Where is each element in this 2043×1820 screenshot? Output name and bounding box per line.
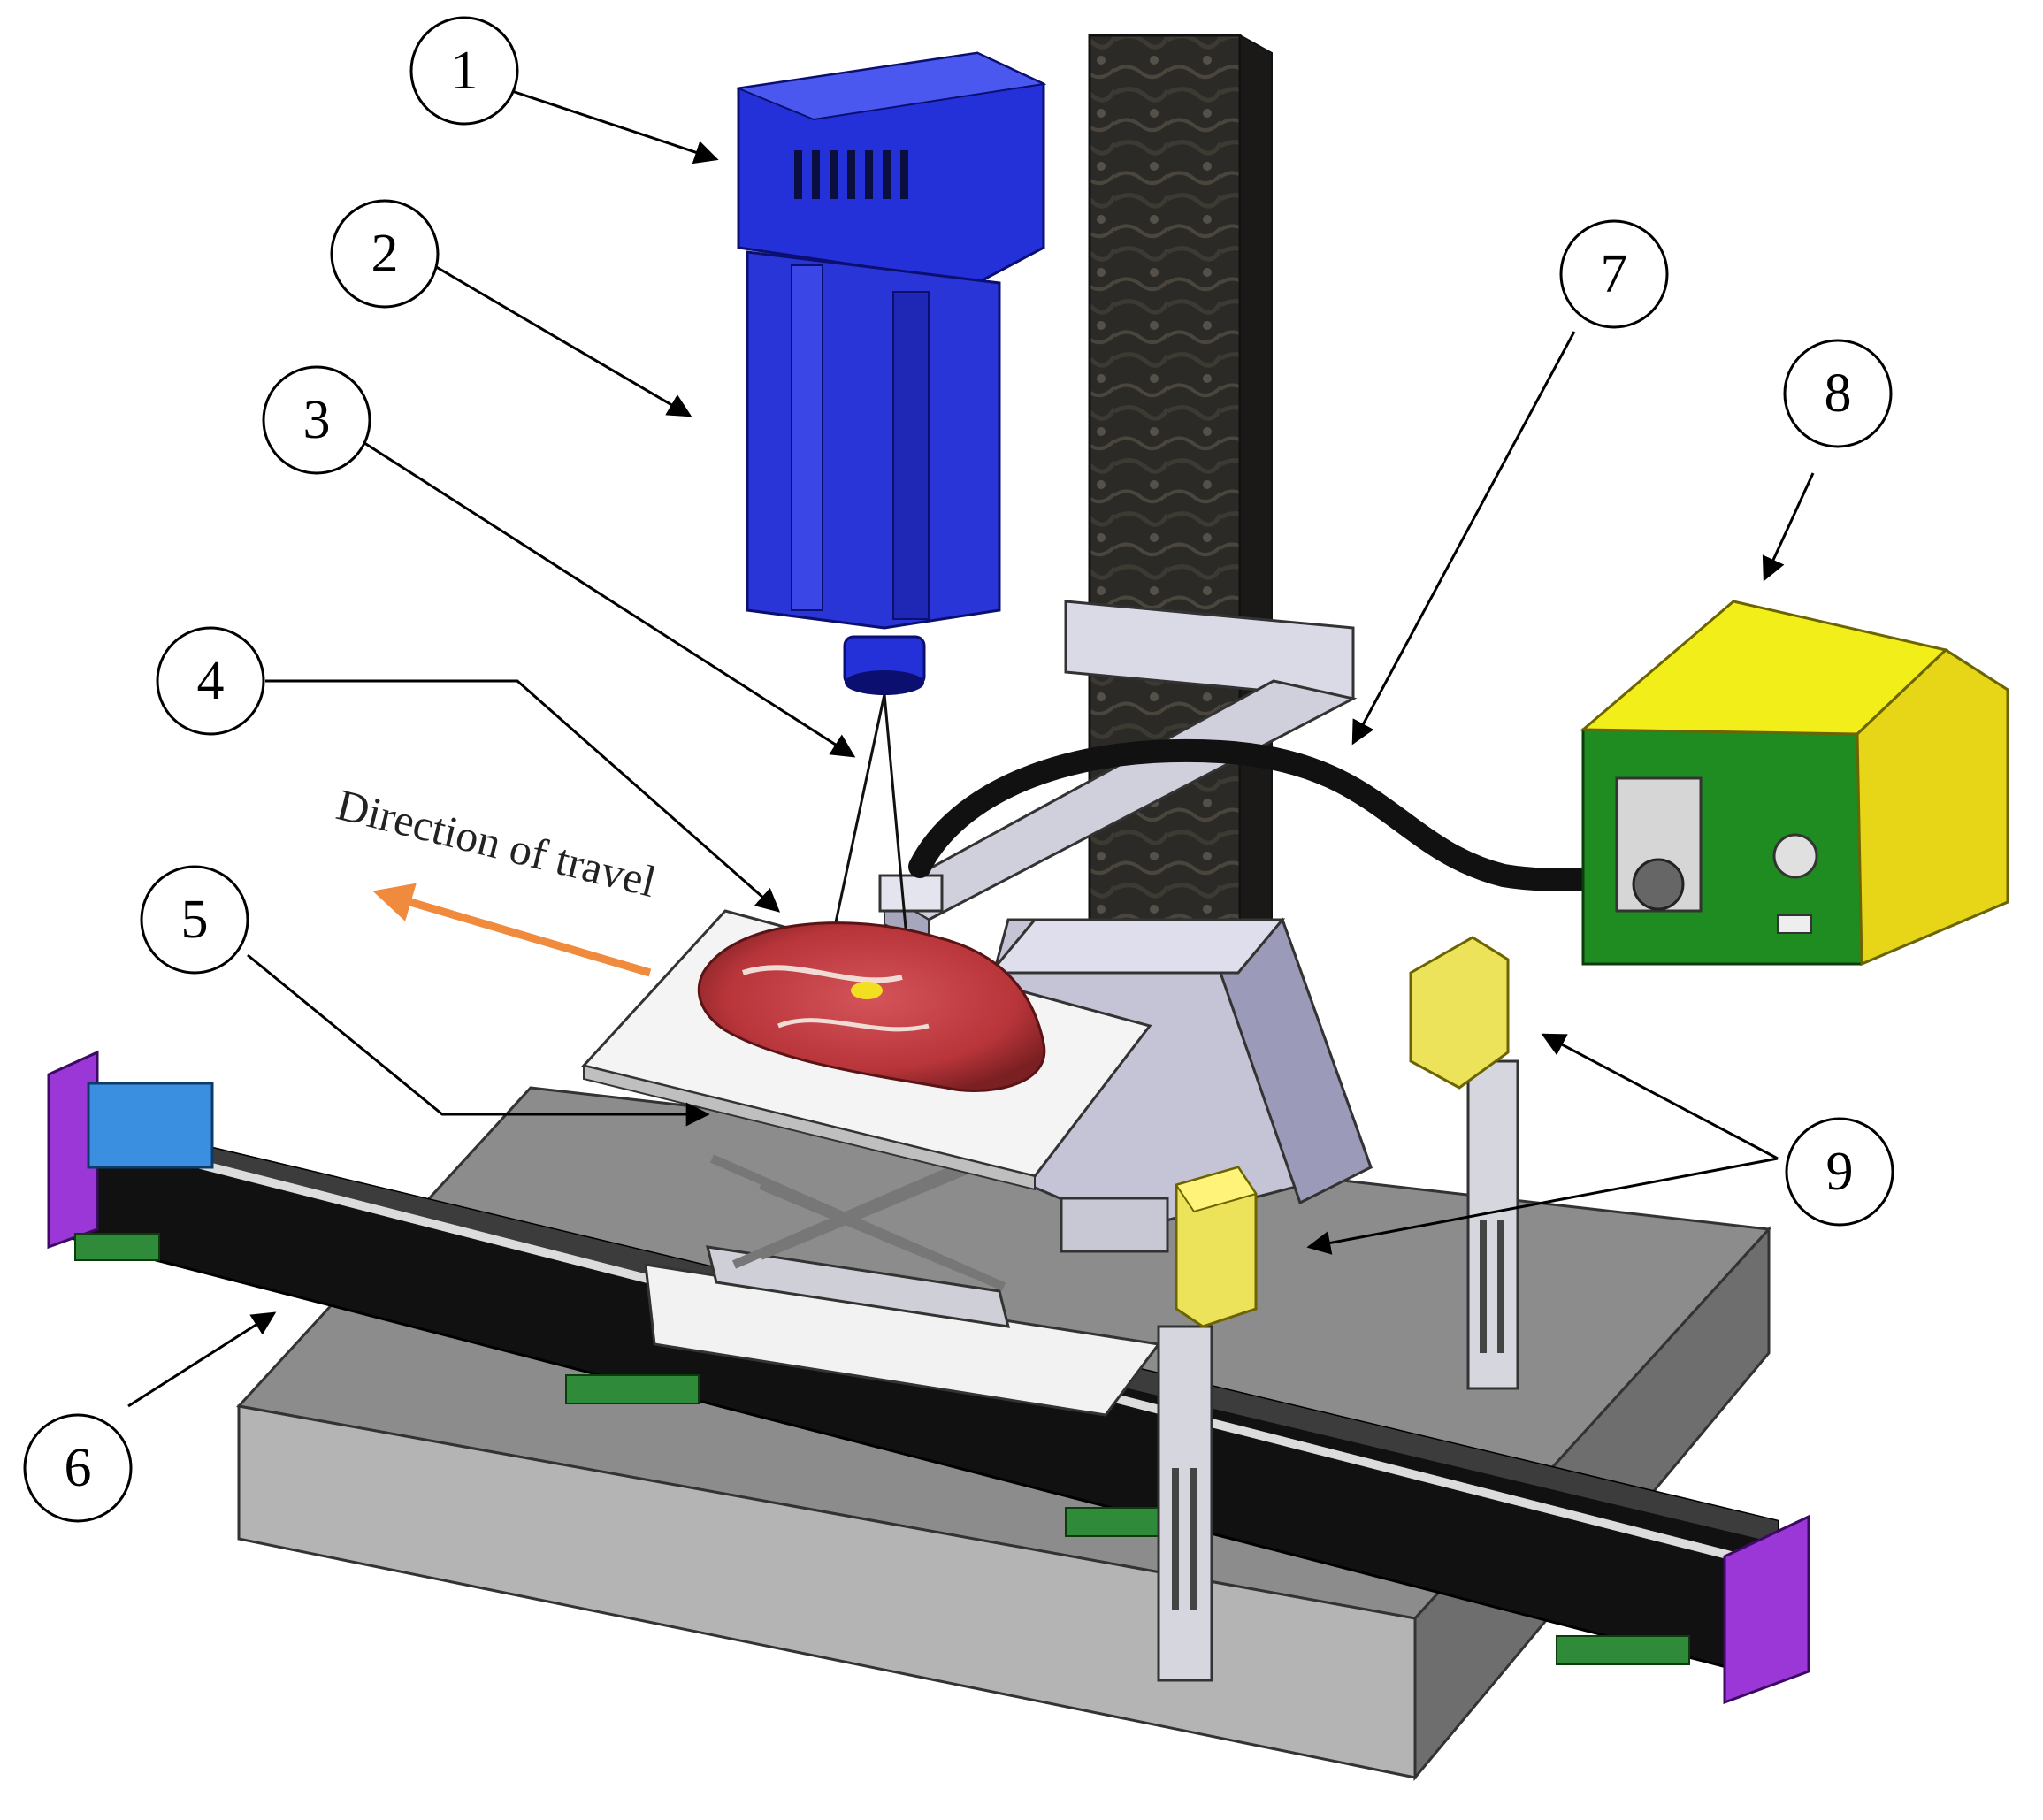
scissor-lift — [705, 1145, 1169, 1328]
callout-9: 9 — [1785, 1117, 1894, 1227]
svg-text:2: 2 — [371, 224, 399, 284]
sensor-back — [1409, 936, 1519, 1390]
light-source-box — [1580, 600, 2009, 967]
leader-lines — [127, 87, 1815, 1408]
light-guide-arm — [878, 600, 1358, 948]
direction-label: Direction of travel — [332, 779, 661, 906]
stepper-motor — [87, 1082, 214, 1169]
callout-2: 2 — [330, 199, 440, 309]
svg-text:1: 1 — [451, 41, 478, 101]
callout-7: 7 — [1559, 219, 1669, 329]
sensor-front — [1157, 1166, 1258, 1682]
callout-3: 3 — [262, 365, 371, 475]
rail-end-cap-left — [47, 1050, 99, 1250]
svg-text:8: 8 — [1825, 363, 1852, 424]
camera-vent-icon — [794, 150, 908, 199]
callout-1: 1 — [409, 16, 519, 126]
fiber-optic-cable — [908, 739, 1630, 891]
rail-end-cap-right — [1723, 1514, 1810, 1705]
svg-text:5: 5 — [181, 890, 209, 950]
callout-5: 5 — [140, 865, 249, 975]
callout-4: 4 — [156, 626, 265, 736]
svg-text:6: 6 — [65, 1438, 92, 1498]
svg-text:7: 7 — [1601, 244, 1628, 304]
direction-arrow — [372, 883, 652, 977]
camera — [735, 51, 1047, 695]
meat-sample — [697, 921, 1046, 1092]
rail-mount-blocks — [74, 1233, 1690, 1665]
direction-of-travel: Direction of travel — [332, 779, 661, 977]
support-column — [1088, 34, 1273, 1019]
svg-text:4: 4 — [197, 651, 225, 711]
callout-6: 6 — [23, 1413, 133, 1523]
svg-text:9: 9 — [1826, 1142, 1854, 1202]
svg-text:3: 3 — [303, 390, 331, 450]
callout-8: 8 — [1783, 339, 1893, 448]
